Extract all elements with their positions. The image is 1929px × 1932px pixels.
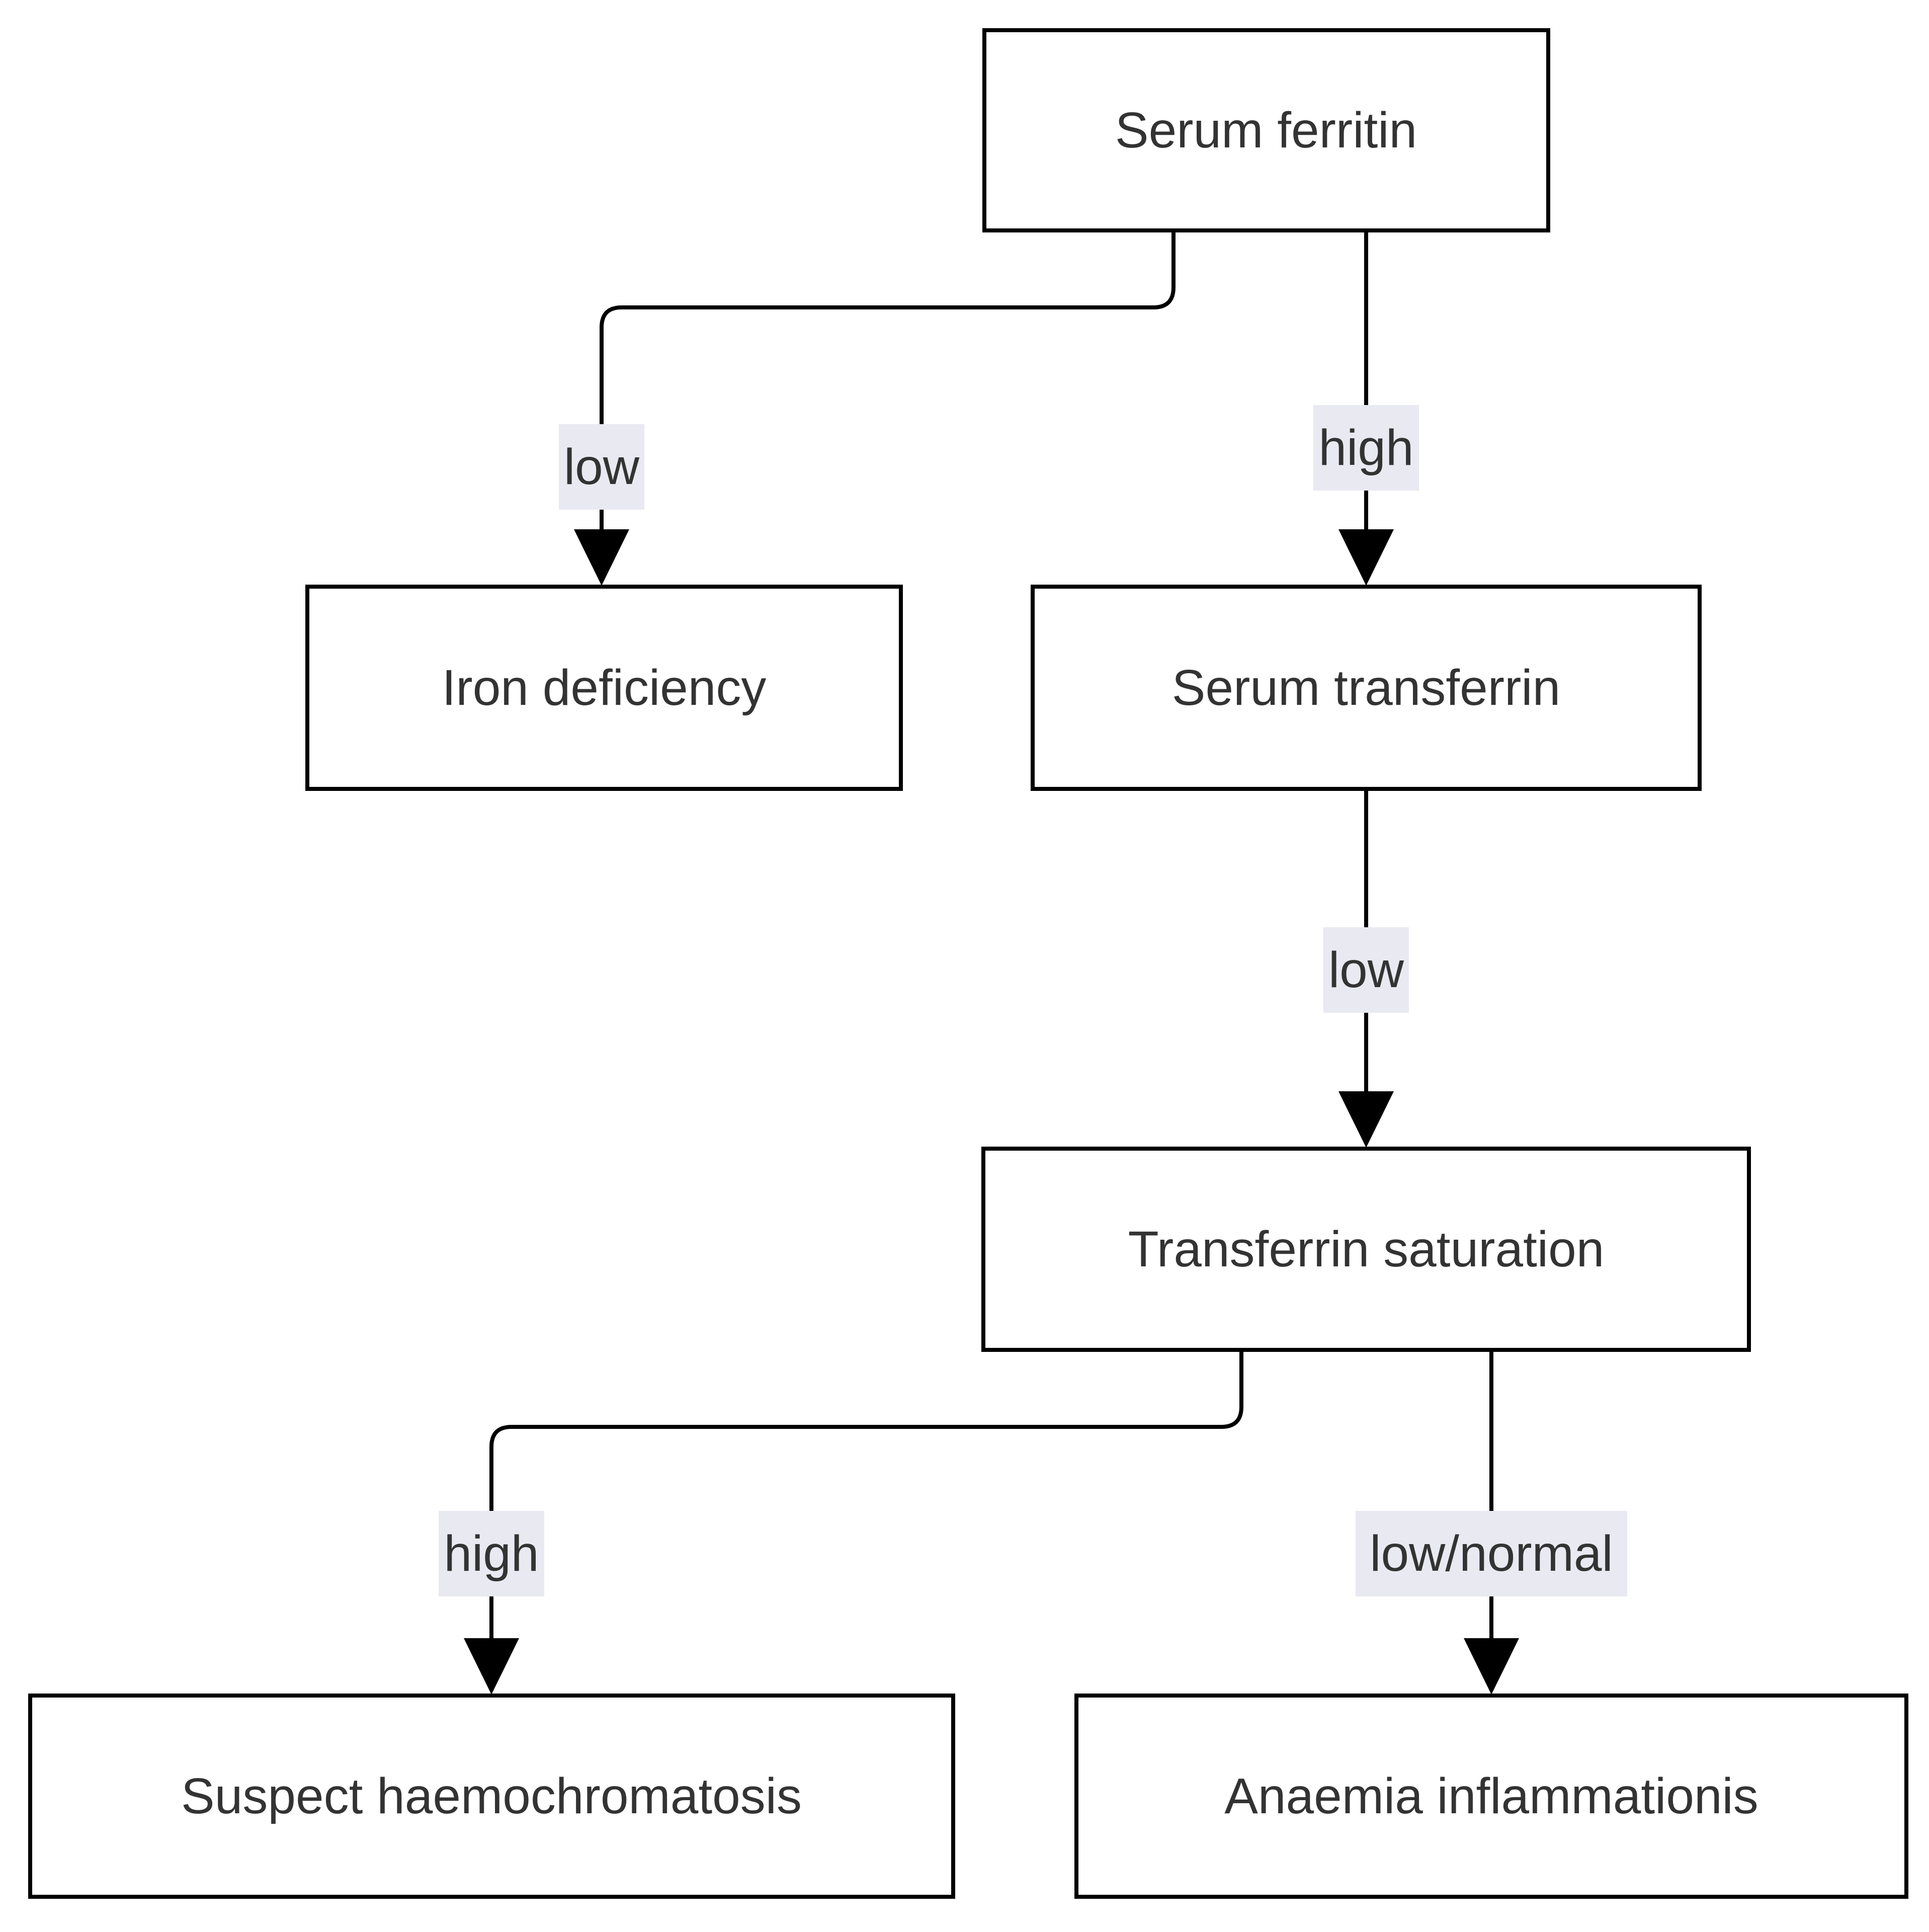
edge-transferrin-saturation-to-suspect-haemochromatosis bbox=[464, 1350, 1243, 1695]
edge-label-bg bbox=[1356, 1511, 1627, 1596]
edge-label-bg bbox=[559, 424, 644, 510]
edge-label-high-1: high bbox=[1313, 405, 1419, 491]
node-box bbox=[1031, 585, 1702, 791]
node-label: Serum ferritin bbox=[1115, 102, 1417, 158]
node-box bbox=[305, 585, 903, 791]
edge-label-bg bbox=[439, 1511, 544, 1596]
node-box bbox=[1074, 1694, 1908, 1899]
arrowhead bbox=[574, 529, 629, 586]
edge-label-bg bbox=[1323, 927, 1409, 1013]
edge-label-low-1: low bbox=[559, 424, 644, 510]
edge-label-text: low bbox=[564, 439, 640, 495]
node-label: Anaemia inflammationis bbox=[1224, 1768, 1758, 1824]
edge-line bbox=[600, 230, 1176, 561]
node-anaemia-inflammationis: Anaemia inflammationis bbox=[1074, 1694, 1908, 1899]
node-iron-deficiency: Iron deficiency bbox=[305, 585, 903, 791]
node-box bbox=[982, 28, 1550, 232]
edge-label-text: low/normal bbox=[1370, 1525, 1613, 1582]
node-label: Transferrin saturation bbox=[1128, 1221, 1605, 1277]
node-label: Iron deficiency bbox=[442, 660, 767, 716]
arrowhead bbox=[1338, 1091, 1394, 1148]
node-transferrin-saturation: Transferrin saturation bbox=[981, 1147, 1751, 1352]
node-box bbox=[981, 1147, 1751, 1352]
edge-serum-ferritin-to-iron-deficiency bbox=[574, 230, 1176, 586]
edge-label-text: low bbox=[1328, 942, 1404, 998]
edge-line bbox=[489, 1350, 1243, 1670]
edge-label-low-normal: low/normal bbox=[1356, 1511, 1627, 1596]
node-label: Serum transferrin bbox=[1172, 660, 1560, 716]
node-serum-transferrin: Serum transferrin bbox=[1031, 585, 1702, 791]
edge-label-high-2: high bbox=[439, 1511, 544, 1596]
edge-label-text: high bbox=[1318, 420, 1413, 476]
edge-label-text: high bbox=[444, 1525, 539, 1582]
arrowhead bbox=[1464, 1638, 1519, 1695]
node-box bbox=[28, 1694, 955, 1899]
arrowhead bbox=[1338, 529, 1394, 586]
edge-serum-ferritin-to-serum-transferrin bbox=[1338, 230, 1394, 586]
edge-label-bg bbox=[1313, 405, 1419, 491]
node-label: Suspect haemochromatosis bbox=[181, 1768, 802, 1824]
edge-transferrin-saturation-to-anaemia-inflammationis bbox=[1464, 1350, 1519, 1695]
node-suspect-haemochromatosis: Suspect haemochromatosis bbox=[28, 1694, 955, 1899]
edge-label-low-2: low bbox=[1323, 927, 1409, 1013]
node-serum-ferritin: Serum ferritin bbox=[982, 28, 1550, 232]
arrowhead bbox=[464, 1638, 519, 1695]
